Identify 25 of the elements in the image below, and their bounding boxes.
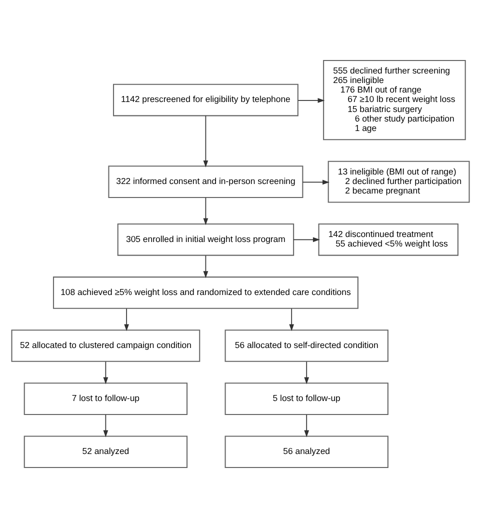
node-box: 7 lost to follow-up bbox=[24, 382, 188, 414]
node-box: 5 lost to follow-up bbox=[224, 382, 388, 414]
node-box: 142 discontinued treatment 55 achieved <5% weight loss bbox=[318, 222, 458, 256]
arrow bbox=[304, 414, 310, 437]
node-box: 555 declined further screening 265 ineligible 176 BMI out of range 67 ≥10 lb recent weight loss 15 bariatric surgery 6 other study participation 1 age bbox=[323, 59, 466, 140]
node-box: 52 analyzed bbox=[24, 435, 188, 468]
arrow bbox=[304, 360, 310, 384]
arrow bbox=[203, 196, 208, 225]
arrow bbox=[293, 236, 320, 242]
node-box: 56 allocated to self-directed condition bbox=[224, 329, 388, 362]
arrow bbox=[124, 308, 129, 331]
node-box: 56 analyzed bbox=[224, 435, 388, 468]
arrow bbox=[103, 360, 108, 384]
node-box: 305 enrolled in initial weight loss program bbox=[117, 222, 294, 256]
arrow bbox=[203, 114, 208, 167]
node-box: 1142 prescreened for eligibility by telephone bbox=[113, 83, 298, 116]
arrow bbox=[298, 98, 325, 102]
node-box: 13 ineligible (BMI out of range) 2 declined further participation 2 became pregnant bbox=[328, 160, 470, 202]
node-box: 108 achieved ≥5% weight loss and randomized to extended care conditions bbox=[52, 276, 358, 308]
node-box: 52 allocated to clustered campaign condition bbox=[11, 329, 200, 362]
arrow bbox=[203, 254, 208, 278]
arrow bbox=[103, 414, 108, 437]
arrow bbox=[302, 179, 330, 184]
arrow bbox=[289, 308, 294, 331]
node-box: 322 informed consent and in-person screening bbox=[108, 165, 304, 198]
